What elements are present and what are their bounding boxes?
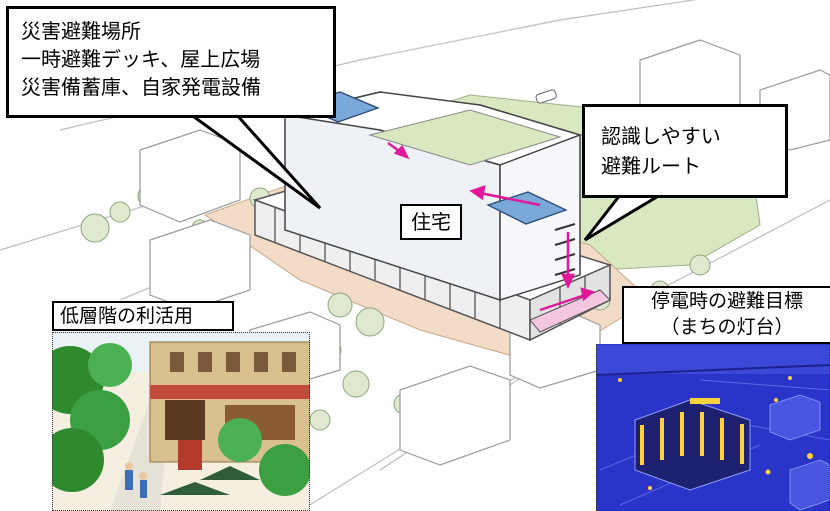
evacuation-route-callout: 認識しやすい 避難ルート (582, 104, 788, 198)
shelter-callout: 災害避難場所 一時避難デッキ、屋上広場 災害備蓄庫、自家発電設備 (6, 6, 336, 118)
street-scene-art (52, 332, 310, 511)
shelter-callout-line-2: 一時避難デッキ、屋上広場 (21, 47, 261, 71)
evacuation-route-arrows (387, 141, 595, 312)
night-lighthouse-art (596, 344, 830, 511)
night-outage-photo-frame (596, 344, 830, 511)
route-callout-line-2: 避難ルート (601, 154, 701, 178)
lower-floor-label: 低層階の利活用 (52, 301, 234, 331)
shelter-callout-line-3: 災害備蓄庫、自家発電設備 (21, 75, 261, 99)
lower-floor-street-photo-frame (52, 332, 310, 511)
housing-label: 住宅 (400, 204, 462, 240)
outage-target-line-2: （まちの灯台） (660, 316, 794, 338)
housing-label-text: 住宅 (411, 210, 451, 234)
outage-target-label: 停電時の避難目標 （まちの灯台） (622, 286, 830, 344)
car (535, 89, 557, 104)
outage-target-line-1: 停電時の避難目標 (650, 290, 803, 312)
shelter-callout-line-1: 災害避難場所 (21, 19, 141, 43)
route-callout-line-1: 認識しやすい (601, 124, 721, 148)
solar-panel-east (486, 191, 568, 225)
